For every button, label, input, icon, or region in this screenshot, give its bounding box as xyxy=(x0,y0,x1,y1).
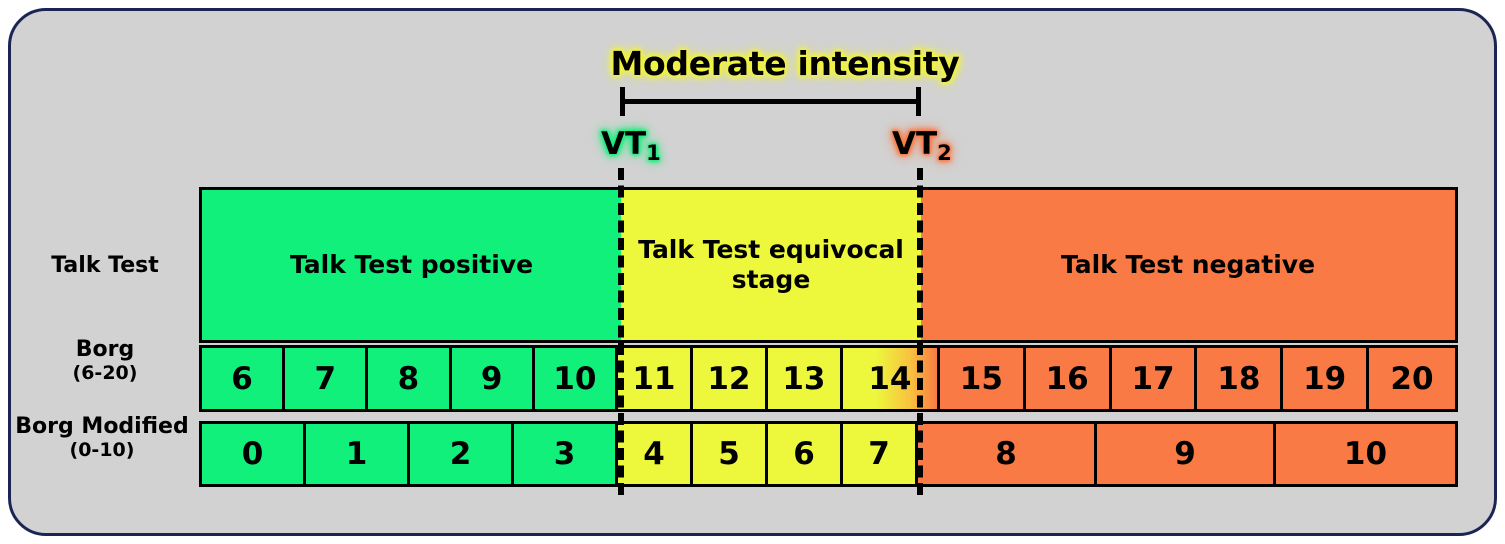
borg-cell-10: 10 xyxy=(534,348,618,409)
moderate-intensity-bracket-bar xyxy=(622,99,918,104)
row-label-talk-test-text: Talk Test xyxy=(51,253,159,278)
borg-modified-cell-7: 7 xyxy=(843,424,918,484)
borg-cell-15: 15 xyxy=(939,348,1026,409)
vt2-threshold-line xyxy=(917,168,923,495)
vt1-text: VT xyxy=(601,126,647,162)
borg-cell-11: 11 xyxy=(617,348,693,409)
row-label-borg-range: (6-20) xyxy=(72,361,138,384)
vt1-threshold-line xyxy=(618,168,624,495)
row-label-borg: Borg (6-20) xyxy=(14,337,196,384)
talk-test-segment-equivocal: Talk Test equivocal stage xyxy=(621,190,921,340)
borg-modified-cell-0: 0 xyxy=(202,424,306,484)
row-label-borg-modified-text: Borg Modified xyxy=(15,414,189,439)
borg-modified-cell-4: 4 xyxy=(618,424,693,484)
talk-test-segment-negative: Talk Test negative xyxy=(921,190,1455,340)
borg-cell-20: 20 xyxy=(1369,348,1455,409)
borg-modified-cell-10: 10 xyxy=(1276,424,1455,484)
row-label-borg-modified-range: (0-10) xyxy=(69,438,135,461)
borg-cell-13: 13 xyxy=(767,348,843,409)
talk-test-row: Talk Test positive Talk Test equivocal s… xyxy=(199,187,1458,343)
borg-cell-18: 18 xyxy=(1197,348,1284,409)
bracket-tick-right xyxy=(916,87,921,116)
row-label-talk-test: Talk Test xyxy=(14,253,196,279)
borg-cell-7: 7 xyxy=(285,348,369,409)
borg-modified-cell-2: 2 xyxy=(410,424,514,484)
borg-modified-cell-5: 5 xyxy=(693,424,768,484)
borg-cell-19: 19 xyxy=(1283,348,1370,409)
vt1-label: VT1 xyxy=(601,126,661,165)
row-label-borg-text: Borg xyxy=(75,337,135,362)
row-label-borg-modified: Borg Modified (0-10) xyxy=(6,414,198,461)
borg-cell-9: 9 xyxy=(451,348,535,409)
bracket-tick-left xyxy=(620,87,625,116)
vt2-label: VT2 xyxy=(892,126,952,165)
borg-modified-cell-8: 8 xyxy=(918,424,1097,484)
vt2-text: VT xyxy=(892,126,938,162)
borg-cell-16: 16 xyxy=(1025,348,1112,409)
borg-modified-cell-3: 3 xyxy=(514,424,618,484)
moderate-intensity-label: Moderate intensity xyxy=(610,44,960,83)
vt2-subscript: 2 xyxy=(937,141,952,165)
borg-cell-17: 17 xyxy=(1111,348,1198,409)
borg-cell-14: 14 xyxy=(842,348,940,409)
borg-cell-6: 6 xyxy=(202,348,286,409)
borg-modified-cell-9: 9 xyxy=(1097,424,1276,484)
borg-cell-12: 12 xyxy=(692,348,768,409)
borg-modified-cell-1: 1 xyxy=(306,424,410,484)
vt1-subscript: 1 xyxy=(646,141,661,165)
borg-modified-cell-6: 6 xyxy=(768,424,843,484)
talk-test-segment-positive: Talk Test positive xyxy=(202,190,621,340)
borg-cell-8: 8 xyxy=(368,348,452,409)
